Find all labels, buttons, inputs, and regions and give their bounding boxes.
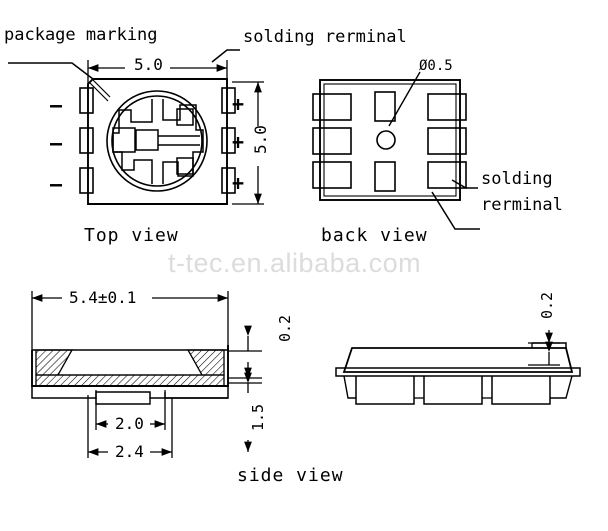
- die-pad-center: [135, 129, 159, 151]
- leader-back-terminal: [431, 191, 480, 230]
- top-right-terminal-2: [221, 127, 236, 154]
- top-left-terminal-1: [79, 87, 94, 114]
- polarity-negative-1: –: [50, 93, 63, 117]
- top-left-terminal-2: [79, 127, 94, 154]
- side-body-top: [32, 345, 229, 351]
- back-left-pad-1: [312, 93, 352, 121]
- watermark: t-tec.en.alibaba.com: [168, 248, 422, 278]
- top-right-terminal-1: [221, 87, 236, 114]
- side-right-pin-recess-2: [423, 376, 483, 405]
- label-side-view: side view: [237, 465, 344, 486]
- side-lead-right-pad: [164, 392, 228, 399]
- dim-side-inner: 2.0: [112, 414, 147, 434]
- dim-back-hole-diameter: Ø0.5: [419, 58, 453, 74]
- back-view-body-inner: [323, 83, 457, 197]
- polarity-negative-2: –: [50, 131, 63, 155]
- side-cavity-left-wall: [35, 349, 74, 376]
- lens-inner-circle: [111, 95, 203, 187]
- dim-line-top-width: [87, 60, 228, 86]
- dim-line-side-height: [228, 372, 262, 452]
- top-view-group: [79, 60, 264, 205]
- side-lead-bottom: [95, 398, 151, 405]
- label-top-view: Top view: [84, 225, 179, 246]
- side-right-view-group: [335, 330, 581, 405]
- top-right-terminal-3: [221, 167, 236, 194]
- die-pad-bottom-right: [176, 157, 194, 175]
- lens-outer-circle: [106, 90, 208, 192]
- leader-hole-diameter: [388, 71, 421, 127]
- side-right-pin-recess-1: [355, 376, 415, 405]
- label-solding-terminal-right-2: rerminal: [481, 195, 563, 215]
- side-cavity-right-wall: [186, 349, 225, 376]
- back-left-pad-2: [312, 127, 352, 155]
- side-right-pin-recess-3: [491, 376, 551, 405]
- dim-line-side-outer: [87, 395, 173, 458]
- label-back-view: back view: [321, 225, 428, 246]
- back-view-body-outer: [319, 79, 461, 201]
- back-left-pad-3: [312, 161, 352, 189]
- dim-line-side-overall: [31, 291, 229, 350]
- side-right-body: [342, 347, 574, 373]
- dim-side-overall: 5.4±0.1: [66, 288, 140, 308]
- back-center-rect-bottom: [374, 161, 396, 192]
- top-left-terminal-3: [79, 167, 94, 194]
- side-lead-left: [31, 386, 229, 399]
- back-right-pad-2: [427, 127, 467, 155]
- label-solding-terminal-right-1: solding: [481, 169, 553, 189]
- lead-frame-pattern: [112, 99, 204, 184]
- dim-side-outer: 2.4: [112, 442, 147, 462]
- top-view-body: [87, 78, 228, 205]
- label-solding-terminal-top: solding rerminal: [243, 27, 407, 47]
- side-right-end-left: [343, 375, 356, 399]
- dim-line-top-height: [232, 81, 264, 205]
- back-right-pad-3: [427, 161, 467, 189]
- dim-top-width: 5.0: [131, 55, 166, 75]
- die-pad-left: [112, 127, 136, 153]
- side-right-step: [532, 342, 567, 348]
- dim-line-side-thickness: [228, 325, 262, 379]
- top-view-chamfer-mark: [89, 79, 111, 102]
- back-right-pad-1: [427, 93, 467, 121]
- side-right-flange: [335, 367, 581, 377]
- dim-line-side-inner: [95, 390, 166, 430]
- leader-package-marking: [8, 62, 94, 80]
- leader-solding-terminal-top: [211, 49, 240, 63]
- side-cavity-floor: [35, 374, 225, 387]
- back-center-hole: [376, 130, 396, 150]
- side-view-group: [31, 291, 262, 458]
- back-center-rect-top: [374, 91, 396, 122]
- label-package-marking: package marking: [4, 25, 158, 45]
- side-right-end-right: [550, 375, 573, 399]
- die-pad-top-right: [176, 108, 194, 126]
- polarity-negative-3: –: [50, 172, 63, 196]
- back-view-group: [312, 79, 467, 201]
